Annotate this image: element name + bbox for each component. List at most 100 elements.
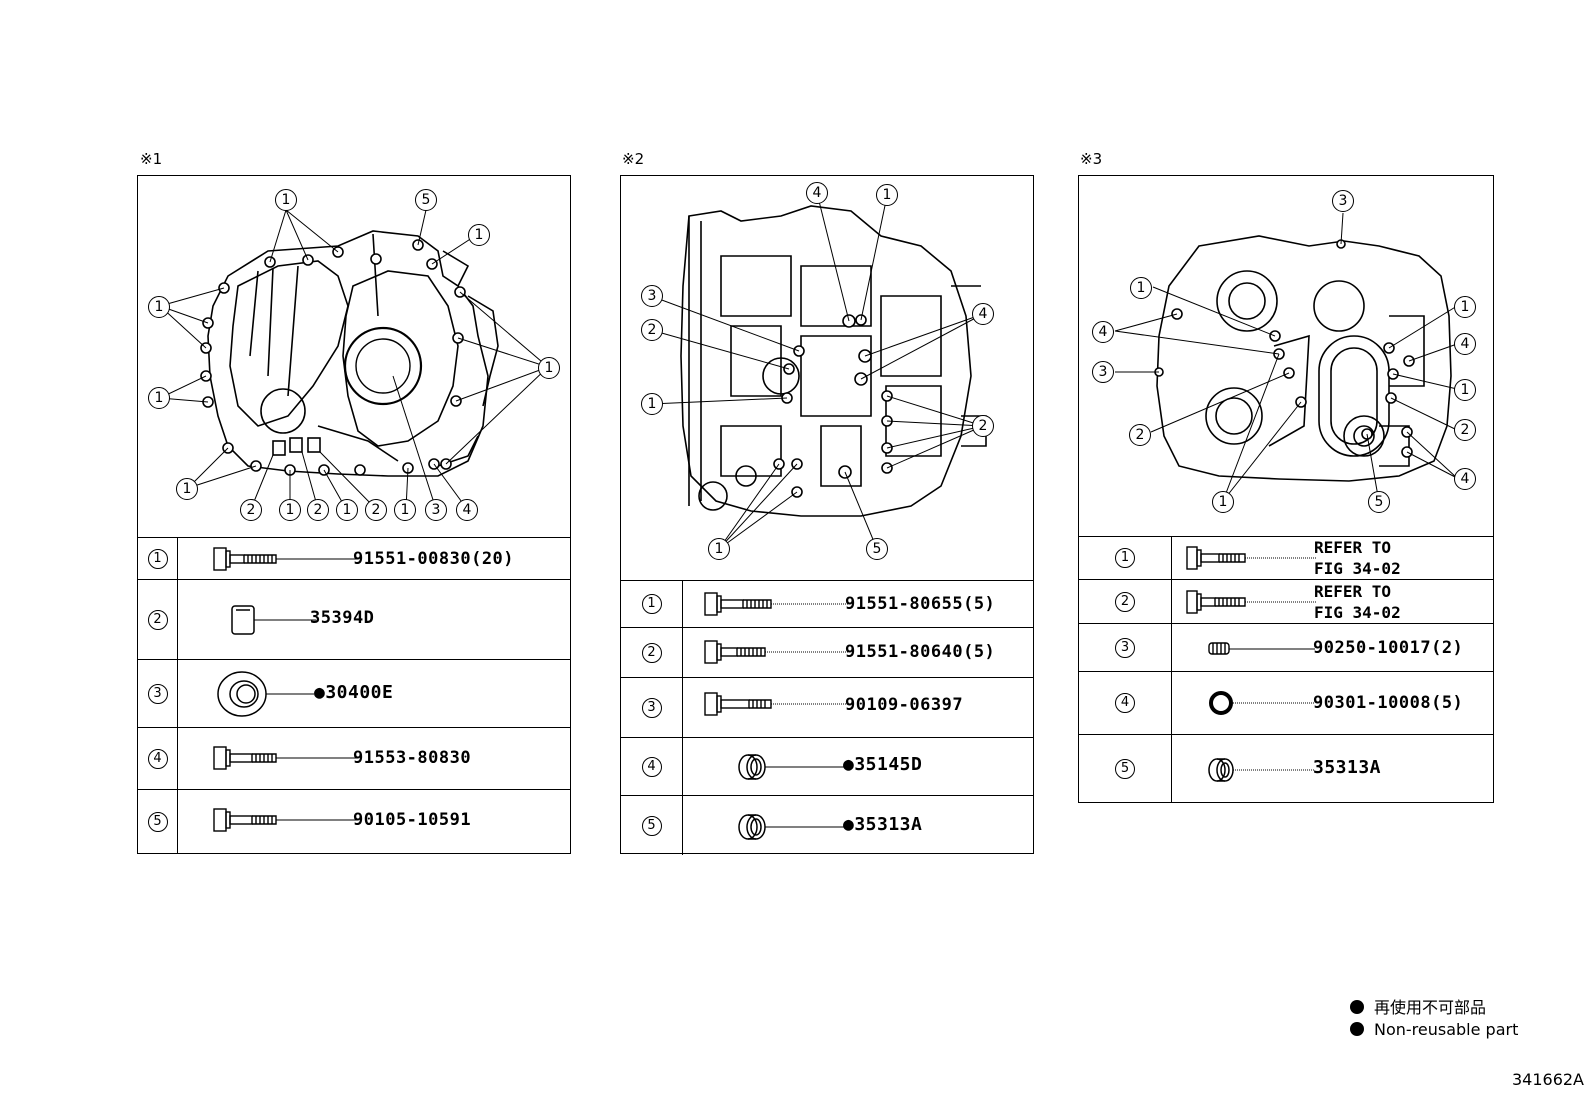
non-reusable-dot-icon: [1350, 1000, 1364, 1014]
callout-1: 1: [148, 387, 170, 409]
part-number: ●35145D: [843, 754, 923, 775]
callout-2: 2: [365, 499, 387, 521]
table-row: 4 91553-80830: [138, 728, 570, 790]
callout-1: 1: [1454, 296, 1476, 318]
section-2-parts-table: 1 91551-80655(5) 2 91551-80640(5) 3 9010…: [621, 581, 1033, 855]
section-3-parts-table: 1 REFER TO FIG 34-02 2 REFER TO FIG 34-0…: [1079, 537, 1493, 802]
callout-5: 5: [866, 538, 888, 560]
part-number: 91551-80655(5): [845, 594, 996, 614]
callout-1: 1: [1130, 277, 1152, 299]
figure-id: 341662A: [1511, 1070, 1584, 1089]
callout-1: 1: [468, 224, 490, 246]
section-3-label: ※3: [1080, 150, 1103, 168]
ref-number: 1: [1115, 548, 1135, 568]
section-1-drawing: 1 5 1 1 1 1 1 2 1 2 1 2 1 3 4: [138, 176, 570, 538]
table-row: 1 REFER TO FIG 34-02: [1079, 537, 1493, 580]
legend-jp: 再使用不可部品: [1350, 994, 1486, 1018]
bolt-icon: [704, 692, 849, 716]
table-row: 2 91551-80640(5): [621, 628, 1033, 678]
table-row: 1 91551-00830(20): [138, 538, 570, 580]
oil-seal-icon: [217, 671, 314, 717]
callout-1: 1: [176, 478, 198, 500]
callout-2: 2: [641, 319, 663, 341]
ref-number: 5: [147, 812, 168, 832]
callout-4: 4: [972, 303, 994, 325]
bolt-icon: [213, 547, 358, 571]
ref-number: 4: [641, 756, 662, 777]
part-number: 91553-80830: [353, 748, 472, 768]
table-row: 5 35313A: [1079, 735, 1493, 802]
part-number: REFER TO FIG 34-02: [1314, 538, 1401, 578]
callout-2: 2: [972, 415, 994, 437]
legend-en: Non-reusable part: [1350, 1020, 1518, 1039]
part-number: 91551-80640(5): [845, 642, 996, 662]
part-number: ●35313A: [843, 814, 923, 835]
ref-number: 1: [641, 594, 662, 614]
callout-4: 4: [456, 499, 478, 521]
table-row: 2 35394D: [138, 580, 570, 660]
part-number: 35394D: [310, 608, 375, 628]
callout-2: 2: [1129, 424, 1151, 446]
table-row: 4 90301-10008(5): [1079, 672, 1493, 735]
callout-1: 1: [1212, 491, 1234, 513]
ref-number: 5: [641, 815, 662, 836]
seal-ring-icon: [738, 754, 844, 780]
bolt-icon: [1186, 590, 1316, 614]
section-3-drawing: 3 1 4 3 1 4 1 2 2 4 1 5: [1079, 176, 1493, 537]
plug-icon: [231, 605, 316, 635]
callout-2: 2: [1454, 419, 1476, 441]
ref-number: 4: [1115, 693, 1135, 713]
seal-ring-icon: [738, 814, 844, 840]
ref-number: 2: [1115, 591, 1135, 612]
callout-1: 1: [275, 189, 297, 211]
o-ring-icon: [1209, 691, 1315, 715]
callout-1: 1: [279, 499, 301, 521]
transaxle-case-front-illustration: [159, 209, 549, 510]
seal-ring-icon: [1208, 758, 1315, 782]
table-row: 3 90250-10017(2): [1079, 624, 1493, 672]
section-2-panel: 4 1 3 4 2 1 2 1 5 1 91551-80655(5) 2 915…: [620, 175, 1034, 855]
section-1-panel: 1 5 1 1 1 1 1 2 1 2 1 2 1 3 4 1 91551-00…: [137, 175, 571, 854]
part-number: 90109-06397: [845, 695, 964, 715]
ref-number: 5: [1115, 758, 1135, 779]
callout-3: 3: [425, 499, 447, 521]
section-2-drawing: 4 1 3 4 2 1 2 1 5: [621, 176, 1033, 581]
bolt-icon: [213, 808, 358, 832]
section-1-label: ※1: [140, 150, 163, 168]
table-row: 3 ●30400E: [138, 660, 570, 728]
transaxle-case-rear-illustration: [1114, 212, 1458, 503]
transaxle-side-illustration: [650, 192, 987, 550]
table-row: 5 90105-10591: [138, 790, 570, 854]
section-2-label: ※2: [622, 150, 645, 168]
callout-3: 3: [1332, 190, 1354, 212]
callout-1: 1: [538, 357, 560, 379]
legend-jp-text: 再使用不可部品: [1374, 998, 1487, 1017]
pin-icon: [1208, 642, 1315, 655]
callout-5: 5: [415, 189, 437, 211]
table-row: 4 ●35145D: [621, 738, 1033, 796]
callout-1: 1: [336, 499, 358, 521]
part-number: 90105-10591: [353, 810, 472, 830]
bolt-icon: [704, 592, 849, 616]
part-number: 90250-10017(2): [1313, 638, 1464, 658]
table-row: 5 ●35313A: [621, 796, 1033, 855]
bolt-icon: [1186, 546, 1316, 570]
callout-5: 5: [1368, 491, 1390, 513]
callout-2: 2: [240, 499, 262, 521]
callout-3: 3: [641, 285, 663, 307]
callout-4: 4: [1454, 333, 1476, 355]
callout-2: 2: [307, 499, 329, 521]
ref-number: 2: [147, 609, 168, 630]
ref-number: 2: [641, 642, 662, 663]
callout-1: 1: [641, 393, 663, 415]
ref-number: 3: [147, 683, 168, 704]
callout-4: 4: [806, 182, 828, 204]
table-row: 3 90109-06397: [621, 678, 1033, 738]
callout-1: 1: [708, 538, 730, 560]
callout-1: 1: [876, 184, 898, 206]
part-number: 91551-00830(20): [353, 549, 515, 569]
callout-1: 1: [1454, 379, 1476, 401]
section-1-parts-table: 1 91551-00830(20) 2 35394D 3 ●30400E 4: [138, 538, 570, 854]
table-row: 1 91551-80655(5): [621, 581, 1033, 628]
part-number: ●30400E: [314, 682, 394, 703]
